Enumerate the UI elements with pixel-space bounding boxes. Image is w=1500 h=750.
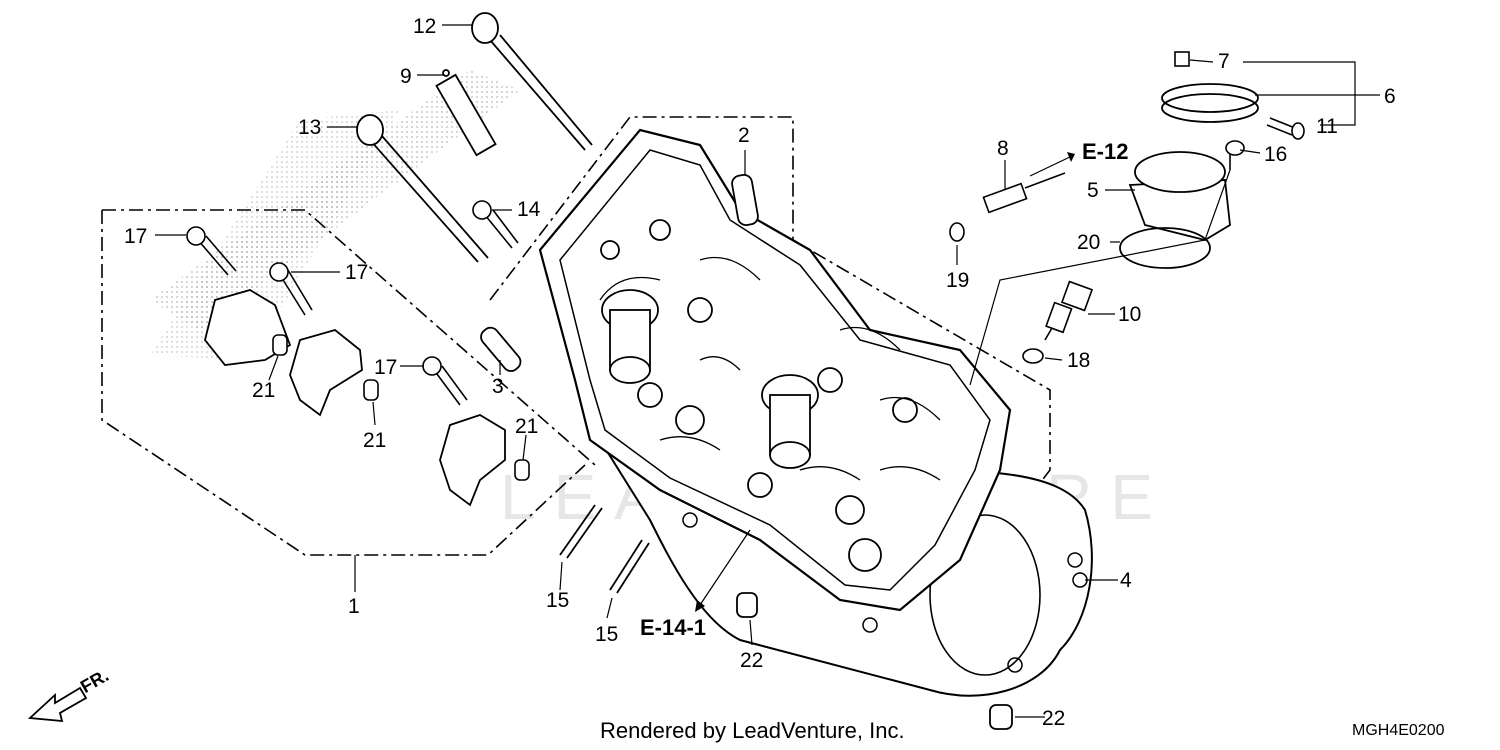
part-label-11: 11 bbox=[1316, 115, 1338, 138]
part-label-19: 19 bbox=[946, 269, 970, 292]
part-label-8: 8 bbox=[997, 137, 1009, 160]
reference-e14-1[interactable]: E-14-1 bbox=[640, 615, 707, 640]
part-label-21a: 21 bbox=[252, 379, 276, 402]
group-outline-1 bbox=[101, 210, 586, 556]
part-label-21b: 21 bbox=[363, 429, 387, 452]
diagram-code: MGH4E0200 bbox=[1352, 722, 1445, 739]
spark-plug-9 bbox=[435, 69, 497, 157]
part-label-1: 1 bbox=[348, 595, 360, 618]
part-label-12: 12 bbox=[413, 15, 437, 38]
cylinder-head bbox=[538, 128, 1012, 612]
part-label-3: 3 bbox=[492, 375, 504, 398]
dowel-pin-2 bbox=[731, 174, 759, 226]
shading-band bbox=[150, 110, 400, 360]
part-label-22a: 22 bbox=[740, 649, 764, 672]
part-label-13: 13 bbox=[298, 116, 322, 139]
leader-lines bbox=[155, 24, 1380, 718]
part-label-17a: 17 bbox=[124, 225, 148, 248]
sensor-10 bbox=[1044, 280, 1094, 341]
dowel-pin-3 bbox=[480, 326, 522, 372]
part-label-5: 5 bbox=[1087, 179, 1099, 202]
part-label-7: 7 bbox=[1218, 50, 1230, 73]
part-label-9: 9 bbox=[400, 65, 412, 88]
part-label-4: 4 bbox=[1120, 569, 1132, 592]
dowel-22 bbox=[736, 592, 758, 618]
part-label-21c: 21 bbox=[515, 415, 539, 438]
part-label-16: 16 bbox=[1264, 143, 1288, 166]
clamp-6 bbox=[1161, 83, 1259, 123]
part-label-18: 18 bbox=[1067, 349, 1091, 372]
rendered-by-credit: Rendered by LeadVenture, Inc. bbox=[600, 718, 905, 743]
part-label-14: 14 bbox=[517, 198, 541, 221]
part-label-15b: 15 bbox=[595, 623, 619, 646]
part-label-17b: 17 bbox=[345, 261, 369, 284]
arrow-e14 bbox=[695, 600, 705, 612]
reference-e12[interactable]: E-12 bbox=[1082, 139, 1129, 164]
camshaft-holder-bolts bbox=[186, 226, 468, 406]
washer-18 bbox=[1022, 348, 1044, 364]
intake-insulator-5 bbox=[1128, 151, 1231, 241]
direction-arrow-icon bbox=[27, 686, 88, 723]
o-ring-20 bbox=[1119, 227, 1211, 269]
washer-19 bbox=[949, 222, 965, 242]
part-label-2: 2 bbox=[738, 124, 750, 147]
part-label-10: 10 bbox=[1118, 303, 1142, 326]
bolt-16 bbox=[1225, 140, 1245, 170]
bolt-11 bbox=[1266, 117, 1305, 140]
part-label-15a: 15 bbox=[546, 589, 570, 612]
arrow-e12 bbox=[1067, 152, 1075, 162]
camshaft-holder bbox=[204, 289, 506, 507]
part-label-6: 6 bbox=[1384, 85, 1396, 108]
sensor-8 bbox=[982, 172, 1066, 214]
head-bolt-12 bbox=[471, 12, 593, 151]
part-label-20: 20 bbox=[1077, 231, 1101, 254]
stud-15 bbox=[559, 504, 650, 594]
bolt-14 bbox=[472, 200, 519, 249]
part-label-22b: 22 bbox=[1042, 707, 1066, 730]
nut-7 bbox=[1174, 51, 1190, 67]
head-bolt-13 bbox=[356, 114, 489, 263]
dowel-21 bbox=[272, 334, 530, 481]
part-label-17c: 17 bbox=[374, 356, 398, 379]
dowel-22 bbox=[989, 704, 1013, 730]
